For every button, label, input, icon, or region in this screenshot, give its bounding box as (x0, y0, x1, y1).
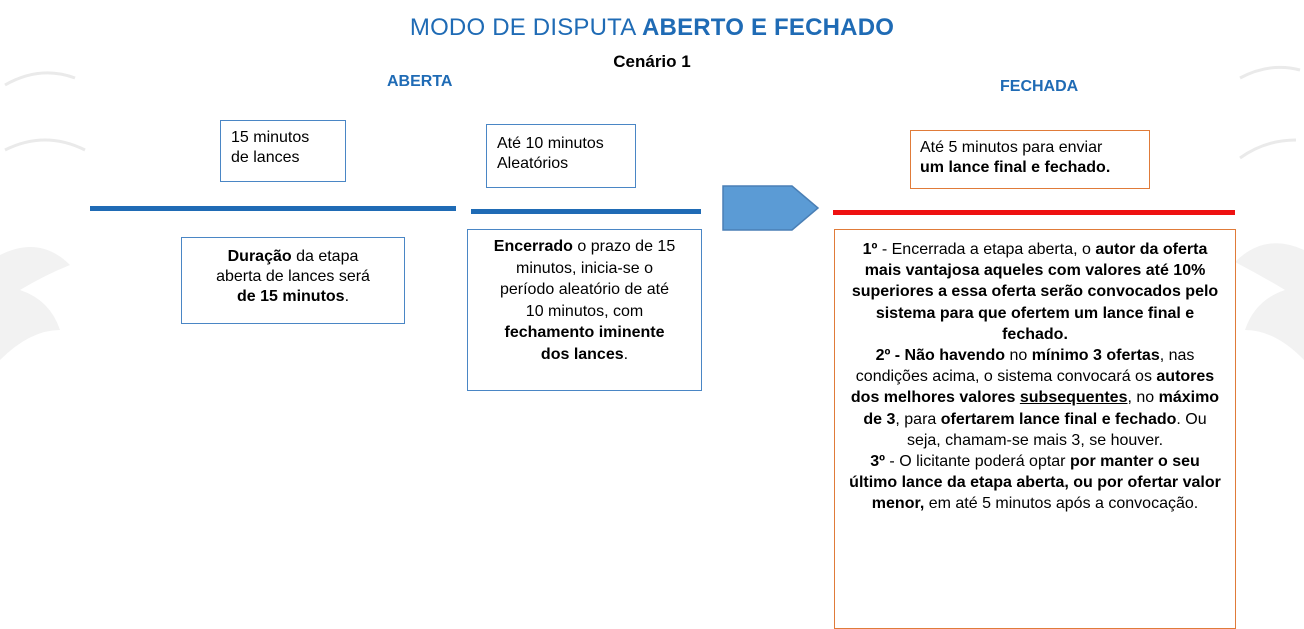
p3-bold0: 3º (870, 453, 885, 471)
p2-text2: , no (1127, 389, 1159, 407)
closed-duration-line2: um lance final e fechado. (920, 159, 1111, 176)
p2-bold3: máximo de 3 (863, 389, 1220, 428)
closed-duration-box: Até 5 minutos para enviar um lance final… (910, 130, 1150, 189)
timeline-closed-line (833, 210, 1235, 215)
timeline-open-line (90, 206, 456, 211)
p1-bold0: 1º (862, 241, 878, 258)
random-desc-text4: 10 minutos, com (525, 302, 644, 320)
phase-label-open: ABERTA (387, 73, 453, 90)
p3-bold1: por manter o seu último lance da etapa a… (849, 453, 1221, 513)
random-desc-text5: . (623, 345, 629, 363)
closed-desc-paragraph-1: 1º - Encerrada a etapa aberta, o autor d… (845, 239, 1225, 345)
closed-duration-line1: Até 5 minutos para enviar (920, 139, 1103, 156)
random-desc-text1: o prazo de 15 (572, 238, 676, 255)
random-desc-bold3: dos lances (540, 345, 624, 363)
random-description-box: Encerrado o prazo de 15 minutos, inicia-… (467, 229, 702, 391)
p1-text0: - Encerrada a etapa aberta, o (877, 241, 1096, 258)
random-desc-text2: minutos, inicia-se o (516, 259, 653, 277)
p3-text0: - O licitante poderá optar (884, 453, 1070, 471)
open-desc-text1: da etapa (291, 248, 359, 265)
p2-text1: , nas condições acima, o sistema convoca… (855, 347, 1195, 386)
closed-desc-paragraph-2: 2º - Não havendo no mínimo 3 ofertas, na… (845, 345, 1225, 451)
p2-text0: no (1005, 347, 1032, 365)
background-watermark (0, 65, 1304, 360)
random-duration-line1: Até 10 minutos (497, 135, 604, 152)
closed-desc-paragraph-3: 3º - O licitante poderá optar por manter… (845, 451, 1225, 515)
page-title: MODO DE DISPUTA ABERTO E FECHADO (0, 14, 1304, 42)
random-desc-bold2: fechamento iminente (504, 324, 665, 341)
title-bold: ABERTO E FECHADO (642, 14, 895, 41)
open-desc-text2: aberta de lances será (216, 268, 370, 285)
next-arrow-icon (722, 185, 820, 231)
phase-label-closed: FECHADA (1000, 78, 1079, 95)
p1-bold1: autor da oferta mais vantajosa aqueles c… (851, 241, 1219, 343)
title-normal: MODO DE DISPUTA (409, 14, 642, 41)
random-duration-box: Até 10 minutos Aleatórios (486, 124, 636, 188)
random-duration-line2: Aleatórios (497, 155, 569, 172)
open-desc-bold1: Duração (227, 248, 292, 265)
p3-text1: em até 5 minutos após a convocação. (924, 495, 1199, 513)
p2-bold-underline: subsequentes (1019, 389, 1128, 407)
p2-text3: , para (895, 410, 941, 428)
p2-bold4: ofertarem lance final e fechado (940, 410, 1177, 428)
open-desc-bold2: de 15 minutos (236, 288, 345, 305)
open-description-box: Duração da etapa aberta de lances será d… (181, 237, 405, 324)
scenario-label: Cenário 1 (613, 52, 691, 71)
random-desc-text3: período aleatório de até (499, 281, 669, 298)
open-desc-text3: . (344, 288, 350, 305)
p2-bold0: 2º - Não havendo (875, 347, 1005, 365)
open-duration-box: 15 minutos de lances (220, 120, 346, 182)
p2-bold1: mínimo 3 ofertas (1031, 347, 1160, 365)
closed-description-box: 1º - Encerrada a etapa aberta, o autor d… (834, 229, 1236, 629)
open-duration-line2: de lances (231, 149, 300, 166)
p2-bold2: autores dos melhores valores (850, 368, 1215, 407)
timeline-random-line (471, 209, 701, 214)
p2-text4: . Ou seja, chamam-se mais 3, se houver. (906, 410, 1207, 449)
open-duration-line1: 15 minutos (231, 129, 310, 146)
random-desc-bold1: Encerrado (493, 238, 573, 255)
